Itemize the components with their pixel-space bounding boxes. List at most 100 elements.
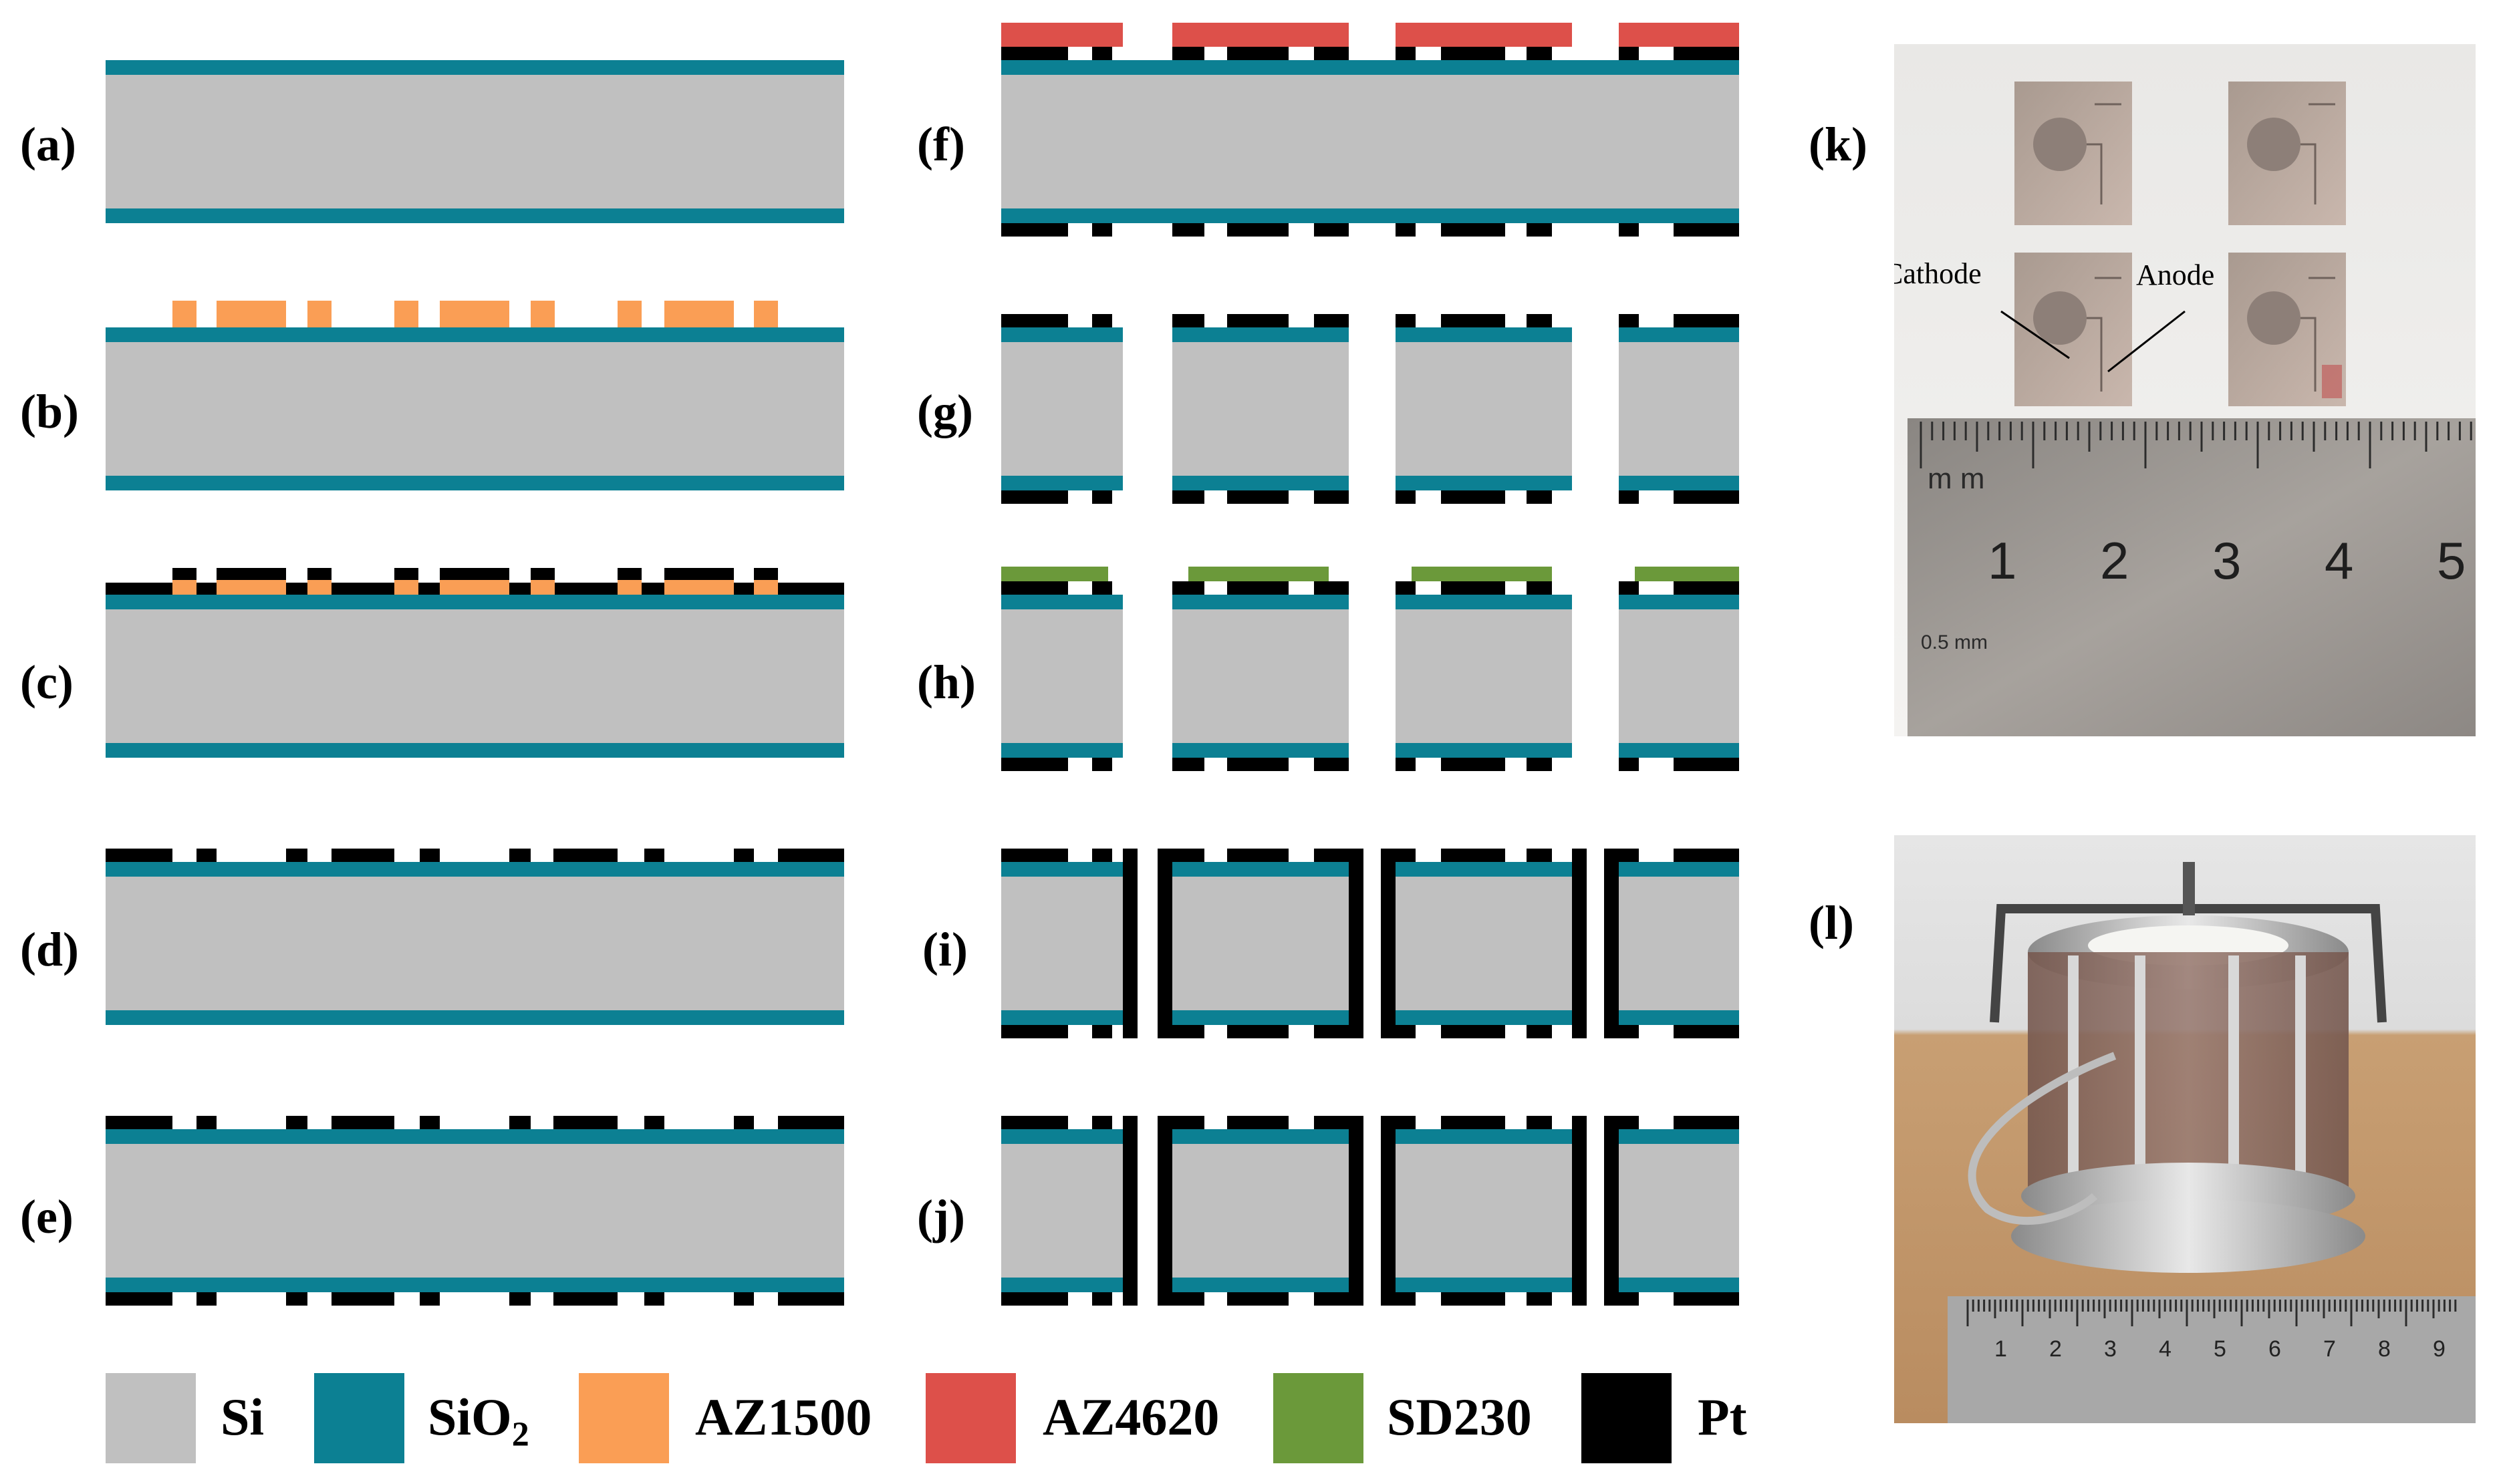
pt-pattern-d bbox=[734, 849, 754, 862]
legend-swatch-az4620 bbox=[926, 1373, 1016, 1463]
panel-label-a: (a) bbox=[20, 118, 76, 171]
pt-pattern-e bbox=[420, 1116, 440, 1129]
die-pt-bottom bbox=[1001, 1292, 1068, 1306]
panel-label-c: (c) bbox=[20, 655, 74, 709]
wafer-f-oxide-top bbox=[1001, 60, 1739, 75]
die-pt-top bbox=[1674, 314, 1739, 327]
die-pt-bottom bbox=[1674, 1025, 1739, 1038]
pt-pattern-f-bottom bbox=[1314, 223, 1349, 237]
ruler-number-k: 1 bbox=[1988, 531, 2016, 590]
pt-cap-c bbox=[618, 568, 642, 580]
cross-section-diagrams bbox=[106, 23, 1739, 1306]
pt-pattern-d bbox=[778, 849, 844, 862]
pt-pattern-e-bottom bbox=[332, 1292, 394, 1306]
legend-label-sio2: SiO2 bbox=[428, 1388, 529, 1454]
die-pt-bottom bbox=[1674, 1292, 1739, 1306]
chip-bottom-right bbox=[2228, 253, 2346, 406]
die-pt-top bbox=[1092, 581, 1112, 595]
pt-pattern-e bbox=[332, 1116, 394, 1129]
sd230-layer-h bbox=[1412, 567, 1552, 581]
die-oxide-bottom bbox=[1172, 1278, 1349, 1292]
chip-top-right bbox=[2228, 82, 2346, 225]
die-oxide-top bbox=[1001, 595, 1123, 609]
die-pt-top bbox=[1314, 1116, 1349, 1129]
pt-pattern-f-bottom bbox=[1527, 223, 1552, 237]
wafer-b-oxide-bottom bbox=[106, 476, 844, 490]
die-oxide-top bbox=[1396, 1129, 1572, 1144]
pt-sidewall bbox=[1572, 1116, 1587, 1306]
die-silicon bbox=[1001, 1144, 1123, 1278]
az1500-under-c bbox=[754, 580, 778, 595]
die-pt-bottom bbox=[1441, 1025, 1505, 1038]
die-silicon bbox=[1172, 342, 1349, 476]
pt-sidewall bbox=[1381, 849, 1396, 1038]
pt-pattern-e bbox=[286, 1116, 307, 1129]
die-oxide-top bbox=[1396, 327, 1572, 342]
pt-pattern-f bbox=[1001, 47, 1068, 60]
pt-pattern-d bbox=[196, 849, 217, 862]
die-silicon bbox=[1619, 1144, 1739, 1278]
die-oxide-bottom bbox=[1172, 476, 1349, 490]
wafer-e-oxide-bottom bbox=[106, 1278, 844, 1292]
pt-pattern-e-bottom bbox=[509, 1292, 531, 1306]
az4620-block-f bbox=[1396, 23, 1572, 47]
die-pt-bottom bbox=[1092, 1292, 1112, 1306]
pt-pattern-e-bottom bbox=[420, 1292, 440, 1306]
device-housing bbox=[1968, 862, 2387, 1273]
ruler-number-l: 3 bbox=[2104, 1336, 2117, 1362]
legend-label-pt: Pt bbox=[1698, 1388, 1747, 1446]
pt-sidewall bbox=[1123, 1116, 1138, 1306]
die-pt-bottom bbox=[1314, 1292, 1349, 1306]
die-oxide-top bbox=[1172, 327, 1349, 342]
pt-pattern-f bbox=[1674, 47, 1739, 60]
az1500-block-b bbox=[307, 301, 332, 327]
die-silicon bbox=[1619, 609, 1739, 743]
wafer-a-oxide-top bbox=[106, 60, 844, 75]
die-oxide-bottom bbox=[1619, 476, 1739, 490]
panel-label-k: (k) bbox=[1809, 118, 1867, 171]
az1500-block-b bbox=[394, 301, 418, 327]
wafer-f-oxide-bottom bbox=[1001, 208, 1739, 223]
die-pt-top bbox=[1092, 849, 1112, 862]
legend-label-sd230: SD230 bbox=[1387, 1388, 1532, 1446]
pt-sidewall bbox=[1158, 1116, 1172, 1306]
pt-cap-c bbox=[664, 568, 734, 580]
die-pt-top bbox=[1001, 849, 1068, 862]
pt-pattern-e-bottom bbox=[778, 1292, 844, 1306]
pt-cap-c bbox=[754, 568, 778, 580]
pt-pattern-f-bottom bbox=[1092, 223, 1112, 237]
pt-pattern-e bbox=[734, 1116, 754, 1129]
die-pt-top bbox=[1001, 314, 1068, 327]
die-oxide-top bbox=[1001, 1129, 1123, 1144]
ruler-number-l: 5 bbox=[2214, 1336, 2226, 1362]
die-pt-bottom bbox=[1527, 1292, 1552, 1306]
pt-pattern-f bbox=[1619, 47, 1639, 60]
die-silicon bbox=[1396, 342, 1572, 476]
panel-label-i: (i) bbox=[922, 923, 968, 976]
wafer-d-silicon bbox=[106, 877, 844, 1010]
die-pt-bottom bbox=[1441, 1292, 1505, 1306]
die-pt-bottom bbox=[1092, 1025, 1112, 1038]
panel-label-f: (f) bbox=[917, 118, 965, 171]
wafer-f-silicon bbox=[1001, 75, 1739, 208]
die-pt-top bbox=[1227, 314, 1289, 327]
die-pt-top bbox=[1172, 1116, 1204, 1129]
die-pt-bottom bbox=[1527, 758, 1552, 771]
die-oxide-top bbox=[1396, 595, 1572, 609]
die-oxide-bottom bbox=[1396, 1278, 1572, 1292]
ruler-number-k: 5 bbox=[2437, 531, 2466, 590]
die-pt-bottom bbox=[1314, 1025, 1349, 1038]
die-pt-bottom bbox=[1314, 490, 1349, 504]
ruler-number-k: 3 bbox=[2212, 531, 2241, 590]
az4620-block-f bbox=[1619, 23, 1739, 47]
die-pt-bottom bbox=[1001, 1025, 1068, 1038]
die-oxide-bottom bbox=[1619, 1278, 1739, 1292]
die-pt-bottom bbox=[1172, 758, 1204, 771]
pt-pattern-d bbox=[509, 849, 531, 862]
die-pt-top bbox=[1396, 849, 1416, 862]
az1500-block-b bbox=[217, 301, 286, 327]
die-pt-bottom bbox=[1227, 1292, 1289, 1306]
die-pt-top bbox=[1619, 314, 1639, 327]
die-pt-top bbox=[1092, 314, 1112, 327]
